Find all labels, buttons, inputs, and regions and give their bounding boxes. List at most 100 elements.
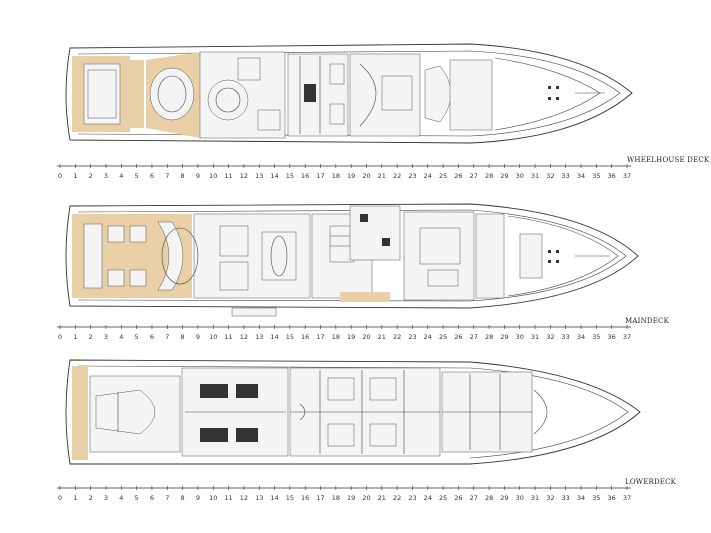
lower-scale-label: 18 [332, 494, 340, 502]
lower-scale-label: 25 [439, 494, 447, 502]
main-scale-label: 24 [424, 333, 432, 341]
lower-deck-label: LOWERDECK [625, 478, 677, 486]
main-scale-label: 6 [150, 333, 154, 341]
wheelhouse-deck-plan [65, 43, 633, 144]
lower-scale-label: 3 [104, 494, 108, 502]
wheelhouse-round-sofa [149, 67, 195, 121]
lower-scale-label: 37 [623, 494, 631, 502]
main-scale-label: 13 [255, 333, 263, 341]
wheelhouse-scale-label: 12 [240, 172, 248, 180]
main-scale-label: 10 [209, 333, 217, 341]
main-scale-label: 15 [286, 333, 294, 341]
lower-scale-label: 32 [546, 494, 554, 502]
main-scale-label: 5 [135, 333, 139, 341]
lower-scale-label: 22 [393, 494, 401, 502]
wheelhouse-scale-label: 27 [470, 172, 478, 180]
wheelhouse-scale-label: 4 [119, 172, 123, 180]
lower-scale-label: 21 [378, 494, 386, 502]
main-scale-label: 20 [362, 333, 370, 341]
main-scale-label: 18 [332, 333, 340, 341]
lower-scale-label: 4 [119, 494, 123, 502]
main-scale-label: 2 [89, 333, 93, 341]
main-scale-label: 21 [378, 333, 386, 341]
lower-scale-label: 23 [408, 494, 416, 502]
lower-scale-label: 2 [89, 494, 93, 502]
lower-scale-label: 30 [516, 494, 524, 502]
wheelhouse-scale-label: 25 [439, 172, 447, 180]
wheelhouse-scale-label: 26 [454, 172, 462, 180]
wheelhouse-deck-label: WHEELHOUSE DECK [627, 156, 710, 164]
wheelhouse-scale-label: 30 [516, 172, 524, 180]
lower-scale-label: 26 [454, 494, 462, 502]
main-scale-label: 26 [454, 333, 462, 341]
wheelhouse-scale-label: 19 [347, 172, 355, 180]
main-deck-plan [65, 203, 639, 317]
lower-scale-label: 34 [577, 494, 585, 502]
main-scale-label: 14 [270, 333, 278, 341]
wheelhouse-scale-label: 17 [316, 172, 324, 180]
main-scale-label: 19 [347, 333, 355, 341]
wheelhouse-scale-label: 14 [270, 172, 278, 180]
lower-scale-label: 0 [58, 494, 62, 502]
wheelhouse-scale-label: 10 [209, 172, 217, 180]
main-scale-label: 35 [592, 333, 600, 341]
wheelhouse-scale-label: 5 [135, 172, 139, 180]
wheelhouse-circular-table [207, 79, 249, 121]
lower-scale-label: 9 [196, 494, 200, 502]
main-scale-label: 9 [196, 333, 200, 341]
wheelhouse-scale-label: 24 [424, 172, 432, 180]
lower-scale-label: 11 [224, 494, 232, 502]
main-scale-label: 32 [546, 333, 554, 341]
wheelhouse-scale-label: 21 [378, 172, 386, 180]
wheelhouse-scale-label: 7 [165, 172, 169, 180]
main-scale-label: 23 [408, 333, 416, 341]
wheelhouse-scale-label: 33 [562, 172, 570, 180]
lower-scale-label: 8 [181, 494, 185, 502]
wheelhouse-scale-label: 18 [332, 172, 340, 180]
main-scale-label: 30 [516, 333, 524, 341]
lower-scale-label: 17 [316, 494, 324, 502]
main-scale-label: 36 [608, 333, 616, 341]
main-scale-label: 29 [500, 333, 508, 341]
main-scale-label: 22 [393, 333, 401, 341]
main-deck-label: MAINDECK [625, 317, 670, 325]
lower-deck-plan [65, 359, 641, 465]
wheelhouse-scale-label: 9 [196, 172, 200, 180]
wheelhouse-scale-label: 20 [362, 172, 370, 180]
lower-scale-label: 27 [470, 494, 478, 502]
lower-scale-label: 10 [209, 494, 217, 502]
wheelhouse-scale-label: 35 [592, 172, 600, 180]
wheelhouse-scale-label: 15 [286, 172, 294, 180]
wheelhouse-scale-label: 37 [623, 172, 631, 180]
lower-scale-label: 12 [240, 494, 248, 502]
main-scale-label: 34 [577, 333, 585, 341]
lower-scale-label: 35 [592, 494, 600, 502]
lower-scale-label: 16 [301, 494, 309, 502]
lower-scale-label: 20 [362, 494, 370, 502]
wheelhouse-scale-label: 8 [181, 172, 185, 180]
main-scale-label: 0 [58, 333, 62, 341]
lower-scale-label: 13 [255, 494, 263, 502]
main-scale-label: 11 [224, 333, 232, 341]
wheelhouse-scale-label: 0 [58, 172, 62, 180]
main-scale-label: 37 [623, 333, 631, 341]
lower-scale-label: 1 [73, 494, 77, 502]
lower-scale-label: 36 [608, 494, 616, 502]
lower-scale-label: 31 [531, 494, 539, 502]
lower-scale-label: 29 [500, 494, 508, 502]
main-scale-label: 7 [165, 333, 169, 341]
wheelhouse-scale-label: 32 [546, 172, 554, 180]
wheelhouse-scale-label: 31 [531, 172, 539, 180]
main-scale-label: 1 [73, 333, 77, 341]
main-scale-label: 28 [485, 333, 493, 341]
wheelhouse-scale-label: 34 [577, 172, 585, 180]
lower-scale-label: 5 [135, 494, 139, 502]
lower-scale-label: 14 [270, 494, 278, 502]
main-scale-label: 31 [531, 333, 539, 341]
main-scale-label: 4 [119, 333, 123, 341]
main-scale-label: 25 [439, 333, 447, 341]
wheelhouse-scale-label: 1 [73, 172, 77, 180]
main-scale-label: 33 [562, 333, 570, 341]
